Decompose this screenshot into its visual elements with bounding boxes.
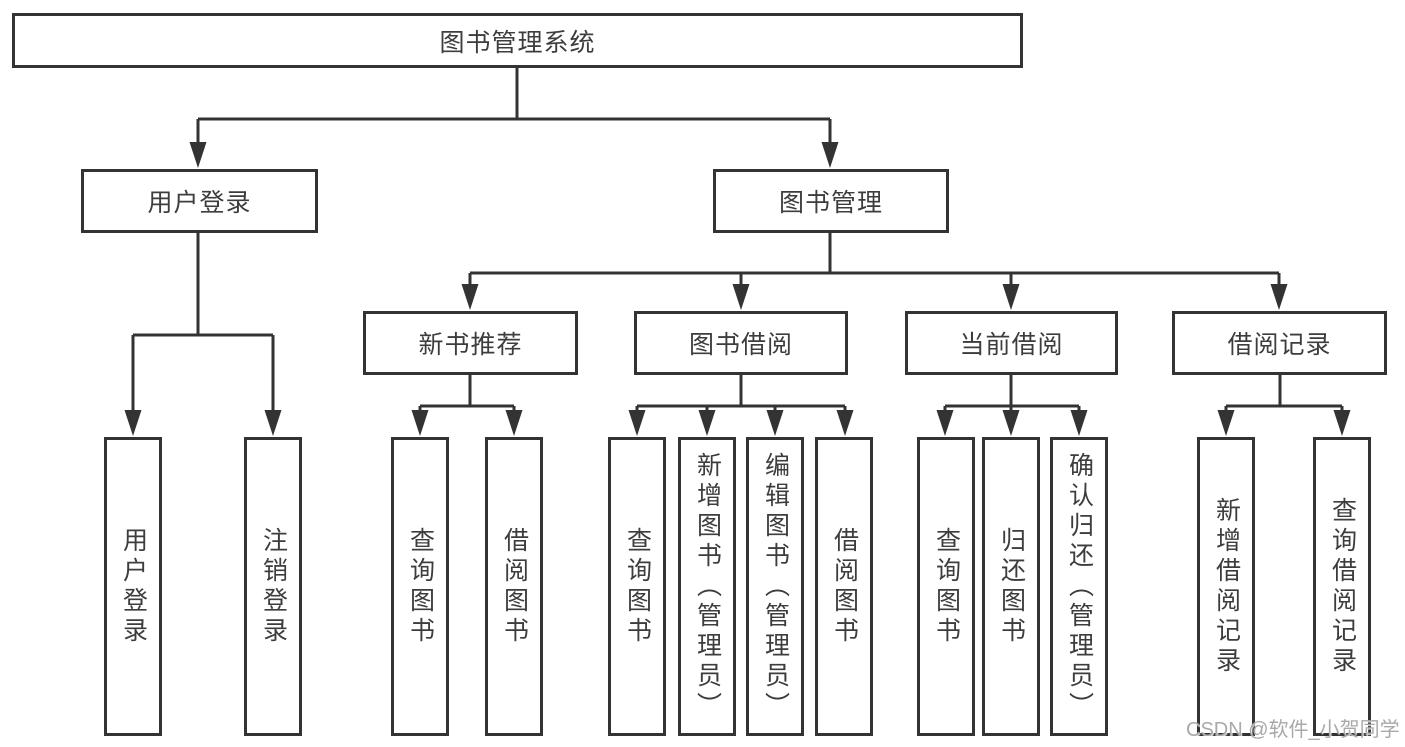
node-label: 查询图书 xyxy=(623,526,652,647)
node-label: 用户登录 xyxy=(119,526,148,647)
node-book-borrowing: 图书借阅 xyxy=(634,311,848,375)
arrowheads xyxy=(124,142,1351,436)
leaf-edit-book-admin: 编辑图书（管理员） xyxy=(746,437,804,736)
leaf-return-book: 归还图书 xyxy=(982,437,1040,736)
node-label: 借阅图书 xyxy=(830,526,859,647)
node-label: 图书管理系统 xyxy=(439,28,596,57)
node-label: 新增图书（管理员） xyxy=(693,451,722,722)
node-current-borrowing: 当前借阅 xyxy=(905,311,1118,375)
leaf-confirm-return-admin: 确认归还（管理员） xyxy=(1050,437,1108,736)
node-label: 用户登录 xyxy=(147,189,252,217)
node-label: 图书借阅 xyxy=(688,331,793,359)
node-label: 借阅图书 xyxy=(500,526,529,647)
leaf-query-books-borrowing: 查询图书 xyxy=(608,437,666,736)
leaf-add-borrow-record: 新增借阅记录 xyxy=(1197,437,1255,736)
node-label: 确认归还（管理员） xyxy=(1065,451,1094,722)
node-label: 当前借阅 xyxy=(959,331,1064,359)
node-label: 归还图书 xyxy=(997,526,1026,647)
leaf-logout-login: 注销登录 xyxy=(244,437,302,736)
leaf-user-login: 用户登录 xyxy=(104,437,162,736)
leaf-query-books-recommend: 查询图书 xyxy=(391,437,449,736)
csdn-watermark: CSDN @软件_小贺同学 xyxy=(1186,719,1400,741)
node-book-management: 图书管理 xyxy=(713,169,949,233)
node-library-management-system: 图书管理系统 xyxy=(12,13,1023,68)
node-label: 注销登录 xyxy=(259,526,288,647)
leaf-query-books-current: 查询图书 xyxy=(917,437,975,736)
leaf-query-borrow-record: 查询借阅记录 xyxy=(1313,437,1371,736)
node-label: 查询借阅记录 xyxy=(1328,496,1357,677)
node-label: 图书管理 xyxy=(778,189,883,217)
node-new-book-recommendation: 新书推荐 xyxy=(363,311,578,375)
node-label: 查询图书 xyxy=(406,526,435,647)
node-label: 借阅记录 xyxy=(1227,331,1332,359)
node-label: 编辑图书（管理员） xyxy=(761,451,790,722)
leaf-borrow-books-recommend: 借阅图书 xyxy=(485,437,543,736)
leaf-add-book-admin: 新增图书（管理员） xyxy=(678,437,736,736)
node-label: 新增借阅记录 xyxy=(1212,496,1241,677)
node-label: 新书推荐 xyxy=(418,331,523,359)
node-label: 查询图书 xyxy=(932,526,961,647)
leaf-borrow-books: 借阅图书 xyxy=(815,437,873,736)
node-user-login: 用户登录 xyxy=(81,169,318,233)
node-borrowing-records: 借阅记录 xyxy=(1172,311,1387,375)
